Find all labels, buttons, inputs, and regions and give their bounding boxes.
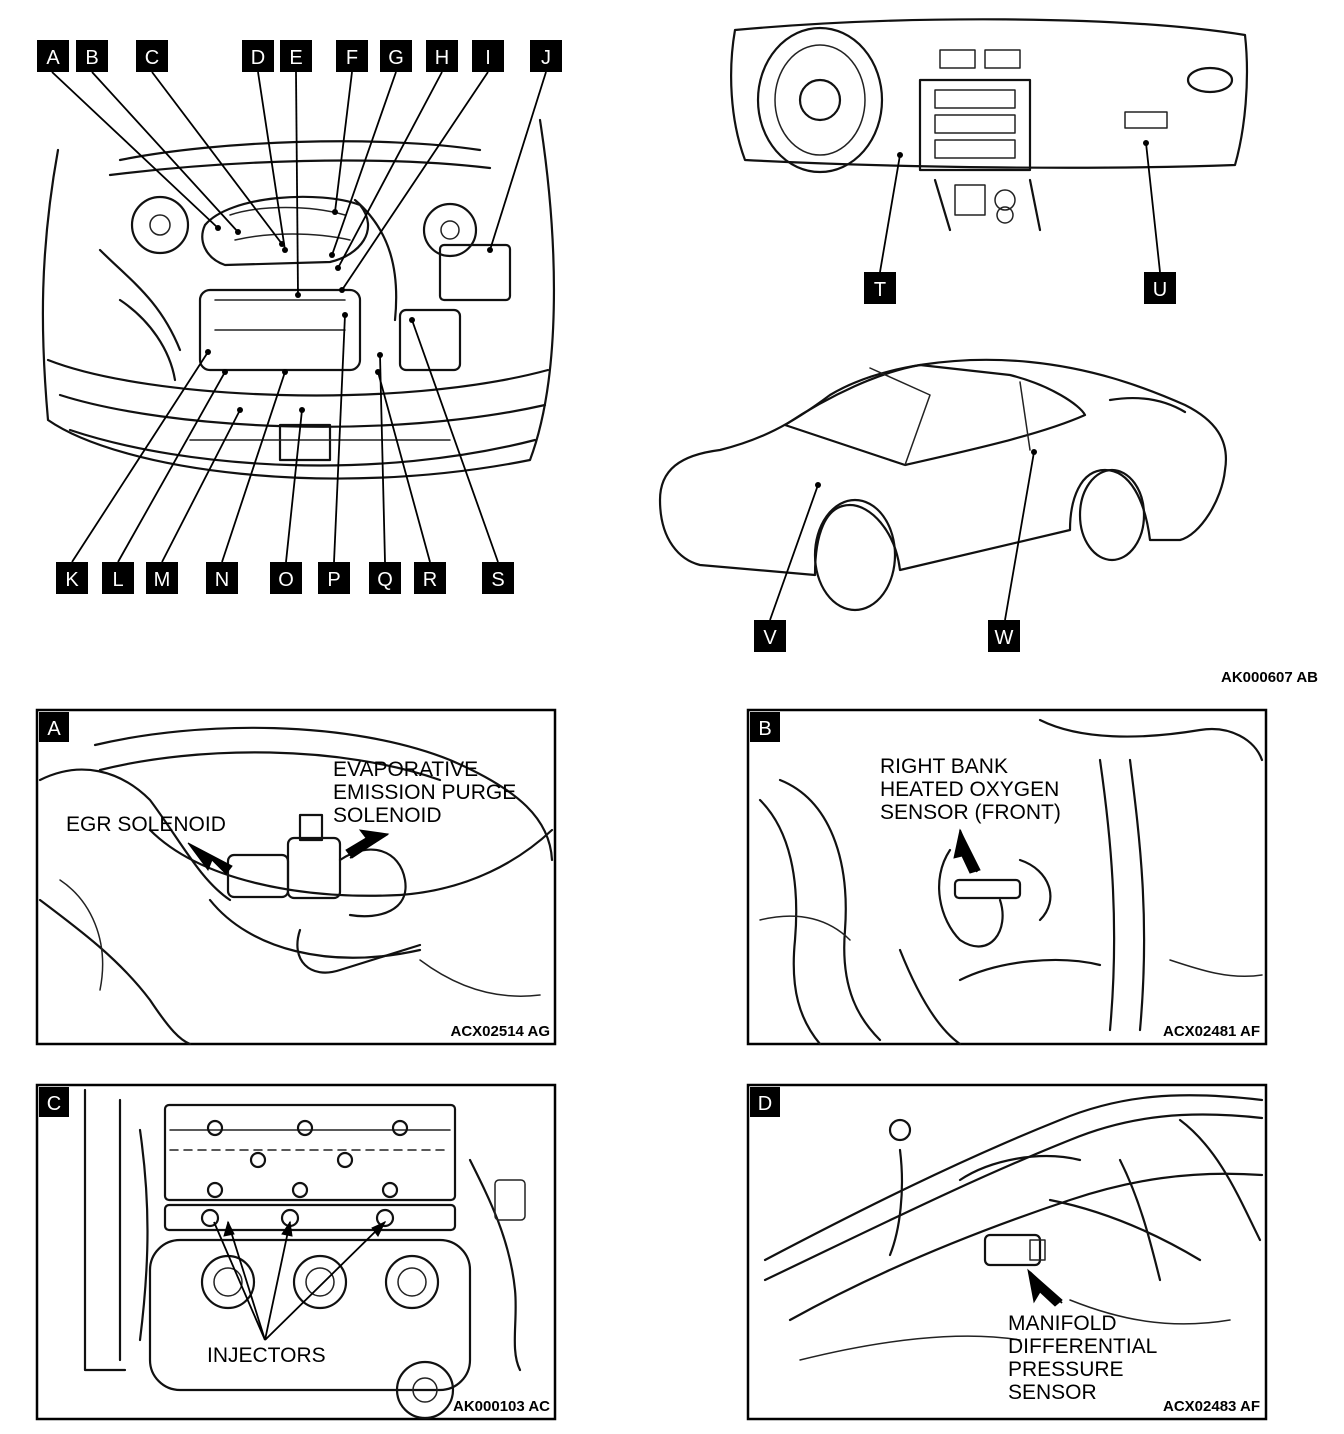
svg-text:U: U <box>1153 279 1167 301</box>
callout-u: U <box>1144 272 1176 304</box>
svg-text:S: S <box>491 569 504 591</box>
callout-b: B <box>76 40 108 72</box>
callout-k: K <box>56 562 88 594</box>
svg-text:D: D <box>251 47 265 69</box>
panel-a <box>35 708 557 1046</box>
callout-r: R <box>414 562 446 594</box>
svg-text:I: I <box>485 47 491 69</box>
callout-j: J <box>530 40 562 72</box>
callout-m: M <box>146 562 178 594</box>
svg-text:E: E <box>289 47 302 69</box>
panel-d-letter: D <box>750 1087 780 1117</box>
callout-d: D <box>242 40 274 72</box>
panel-a-letter: A <box>39 712 69 742</box>
panel-b-label-line-1: RIGHT BANK <box>880 755 1008 778</box>
panel-d-code: ACX02483 AF <box>1163 1398 1260 1415</box>
callout-s: S <box>482 562 514 594</box>
svg-text:A: A <box>47 718 61 740</box>
panel-a-egr-label: EGR SOLENOID <box>66 813 226 836</box>
svg-text:P: P <box>327 569 340 591</box>
svg-text:N: N <box>215 569 229 591</box>
callout-l: L <box>102 562 134 594</box>
callout-c: C <box>136 40 168 72</box>
panel-a-evap-label-line-1: EVAPORATIVE <box>333 758 478 781</box>
svg-text:T: T <box>874 279 886 301</box>
panel-b-label-line-2: HEATED OXYGEN <box>880 778 1059 801</box>
svg-text:K: K <box>65 569 79 591</box>
svg-text:G: G <box>388 47 404 69</box>
callout-v: V <box>754 620 786 652</box>
panel-c-letter: C <box>39 1087 69 1117</box>
panel-b <box>746 708 1268 1046</box>
svg-text:J: J <box>541 47 551 69</box>
callout-w: W <box>988 620 1020 652</box>
callout-a: A <box>37 40 69 72</box>
overview-figure-code: AK000607 AB <box>1221 669 1318 686</box>
callout-h: H <box>426 40 458 72</box>
panel-b-code: ACX02481 AF <box>1163 1023 1260 1040</box>
panel-d <box>746 1083 1268 1421</box>
svg-text:A: A <box>46 47 60 69</box>
dashboard-leaders <box>879 140 1161 273</box>
panel-c-code: AK000103 AC <box>453 1398 550 1415</box>
svg-text:D: D <box>758 1093 772 1115</box>
svg-text:B: B <box>85 47 98 69</box>
panel-a-evap-label-line-2: EMISSION PURGE <box>333 781 516 804</box>
callout-o: O <box>270 562 302 594</box>
svg-text:C: C <box>145 47 159 69</box>
dashboard-illustration <box>730 18 1249 232</box>
panel-b-letter: B <box>750 712 780 742</box>
panel-a-evap-label-line-3: SOLENOID <box>333 804 442 827</box>
panel-c <box>35 1083 557 1421</box>
panel-b-label-line-3: SENSOR (FRONT) <box>880 801 1061 824</box>
callout-i: I <box>472 40 504 72</box>
engine-callouts-bottom: K L M N O P Q R S <box>56 562 514 594</box>
callout-g: G <box>380 40 412 72</box>
panel-d-label-line-2: DIFFERENTIAL <box>1008 1335 1157 1358</box>
svg-text:L: L <box>112 569 123 591</box>
body-leaders <box>769 449 1037 621</box>
car-body-illustration <box>658 358 1228 612</box>
svg-text:F: F <box>346 47 358 69</box>
panel-a-code: ACX02514 AG <box>451 1023 551 1040</box>
svg-text:B: B <box>758 718 771 740</box>
svg-text:V: V <box>763 627 777 649</box>
panel-d-label-line-1: MANIFOLD <box>1008 1312 1117 1335</box>
engine-leader-lines <box>51 71 547 563</box>
engine-compartment-illustration <box>41 118 555 480</box>
svg-text:M: M <box>154 569 171 591</box>
callout-t: T <box>864 272 896 304</box>
callout-f: F <box>336 40 368 72</box>
svg-text:Q: Q <box>377 569 393 591</box>
engine-callouts-top: A B C D E F G H I J <box>37 40 562 72</box>
svg-text:R: R <box>423 569 437 591</box>
svg-text:C: C <box>47 1093 61 1115</box>
svg-text:W: W <box>995 627 1014 649</box>
panel-c-injectors-label: INJECTORS <box>207 1344 326 1367</box>
callout-n: N <box>206 562 238 594</box>
svg-text:H: H <box>435 47 449 69</box>
callout-p: P <box>318 562 350 594</box>
panel-d-label-line-3: PRESSURE <box>1008 1358 1124 1381</box>
callout-e: E <box>280 40 312 72</box>
callout-q: Q <box>369 562 401 594</box>
svg-text:O: O <box>278 569 294 591</box>
panel-d-label-line-4: SENSOR <box>1008 1381 1097 1404</box>
